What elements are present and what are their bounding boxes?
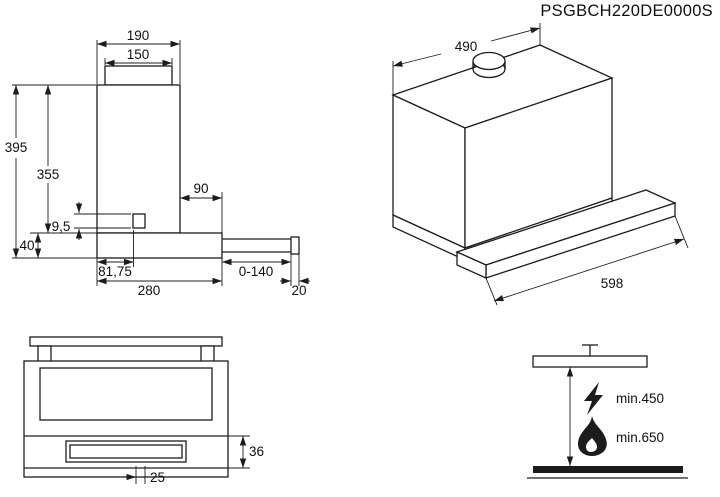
side-view: 190 150 395 355 40 90 9,5 81,75 0-140 28… — [5, 28, 310, 298]
side-view-outline — [96, 65, 300, 259]
dim-top-frame-width: 190 — [127, 28, 150, 43]
electric-clearance-label: min.450 — [616, 391, 664, 406]
dim-visor-height: 36 — [249, 444, 264, 459]
front-opening — [39, 367, 213, 421]
front-view: 36 25 — [23, 336, 264, 485]
dim-bracket-height: 9,5 — [52, 219, 71, 234]
flame-icon — [578, 416, 607, 456]
chimney — [96, 84, 181, 234]
rail-bracket-right — [200, 345, 215, 363]
rail-bracket-left — [37, 345, 52, 363]
dim-duct-collar-width: 150 — [127, 47, 150, 62]
front-view-dimensions: 36 25 — [114, 435, 264, 485]
vent-collar-top — [472, 51, 506, 71]
model-code: PSGBCH220DE0000S — [540, 2, 713, 20]
dim-rear-offset: 90 — [193, 181, 208, 196]
perspective-view: 490 598 — [391, 23, 689, 306]
mounting-bracket — [132, 213, 146, 229]
dim-recess-offset: 25 — [150, 470, 165, 485]
dim-front-width: 598 — [601, 276, 624, 291]
gas-clearance-label: min.650 — [616, 430, 664, 445]
handle-recess — [65, 440, 187, 463]
lightning-icon — [584, 382, 603, 415]
hob-surface — [533, 466, 683, 473]
dim-line-598 — [493, 238, 685, 302]
duct-collar — [104, 65, 173, 86]
handle-recess-inner — [69, 444, 183, 459]
clearance-view: min.450 min.650 — [527, 344, 688, 479]
flame-icon-inner — [586, 438, 597, 452]
visor-handle — [290, 236, 300, 255]
dim-handle-width: 20 — [291, 283, 306, 298]
dim-total-height: 395 — [5, 140, 28, 155]
dim-telescopic-travel: 0-140 — [239, 264, 274, 279]
perspective-dimensions: 490 598 — [392, 23, 689, 306]
dim-line-490 — [392, 53, 442, 67]
front-view-outline — [23, 336, 229, 478]
perspective-outline — [391, 44, 677, 280]
side-view-dimensions: 190 150 395 355 40 90 9,5 81,75 0-140 28… — [5, 28, 310, 298]
dim-housing-depth: 280 — [138, 283, 161, 298]
extension-line — [674, 215, 689, 249]
hood-housing — [96, 232, 223, 259]
dim-line-490 — [490, 27, 541, 42]
dim-chimney-height: 355 — [37, 167, 60, 182]
dim-bracket-offset: 81,75 — [98, 264, 132, 279]
dim-housing-height: 40 — [19, 238, 34, 253]
dim-top-width: 490 — [455, 39, 478, 54]
wall-rail — [29, 336, 223, 347]
hood-symbol — [532, 355, 648, 368]
